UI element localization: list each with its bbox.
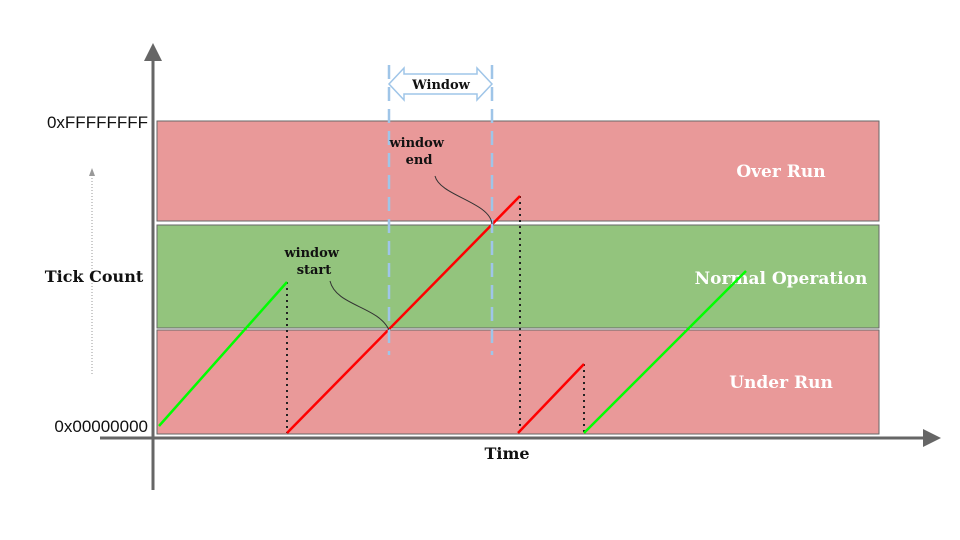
window-span-arrow [387,66,494,102]
ramp-red-2 [517,363,585,434]
over-run-label: Over Run [736,162,825,182]
window-start-label-line2: start [297,263,332,278]
window-end-callout [434,175,493,225]
under-run-band [156,329,880,435]
ramp-green-1 [158,281,288,427]
over-run-band [156,120,880,222]
normal-operation-band [156,224,880,329]
window-end-label-line2: end [406,153,433,168]
y-axis-title: Tick Count [45,267,144,286]
y-max-label: 0xFFFFFFFF [47,113,148,132]
ramp-green-2 [583,270,747,434]
y-min-label: 0x00000000 [54,417,148,436]
ramp-red-1 [286,195,521,434]
window-end-label: window end [388,136,448,168]
window-label: Window [411,78,471,93]
under-run-label: Under Run [729,373,833,393]
y-direction-arrow-head [89,168,95,176]
window-end-label-line1: window [388,136,444,151]
window-start-label: window start [283,246,343,278]
window-start-callout [329,280,390,331]
window-start-label-line1: window [283,246,339,261]
x-axis-title: Time [484,444,529,463]
normal-operation-label: Normal Operation [695,269,868,289]
